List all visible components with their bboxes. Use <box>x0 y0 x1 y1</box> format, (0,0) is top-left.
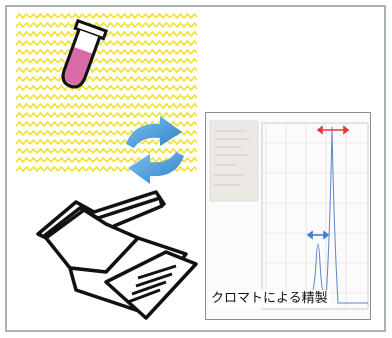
chromatogram-plot <box>209 120 369 310</box>
blue-peak-marker <box>306 230 330 240</box>
red-peak-marker <box>316 125 350 135</box>
test-tube-icon <box>61 18 109 89</box>
chromatogram-trace <box>264 126 368 304</box>
handwritten-notes <box>209 120 259 202</box>
chromatography-caption: クロマトによる精製 <box>209 290 330 308</box>
refresh-arrows-icon <box>126 116 184 184</box>
open-folder-document-icon <box>36 190 198 320</box>
zigzag-background <box>16 12 197 172</box>
